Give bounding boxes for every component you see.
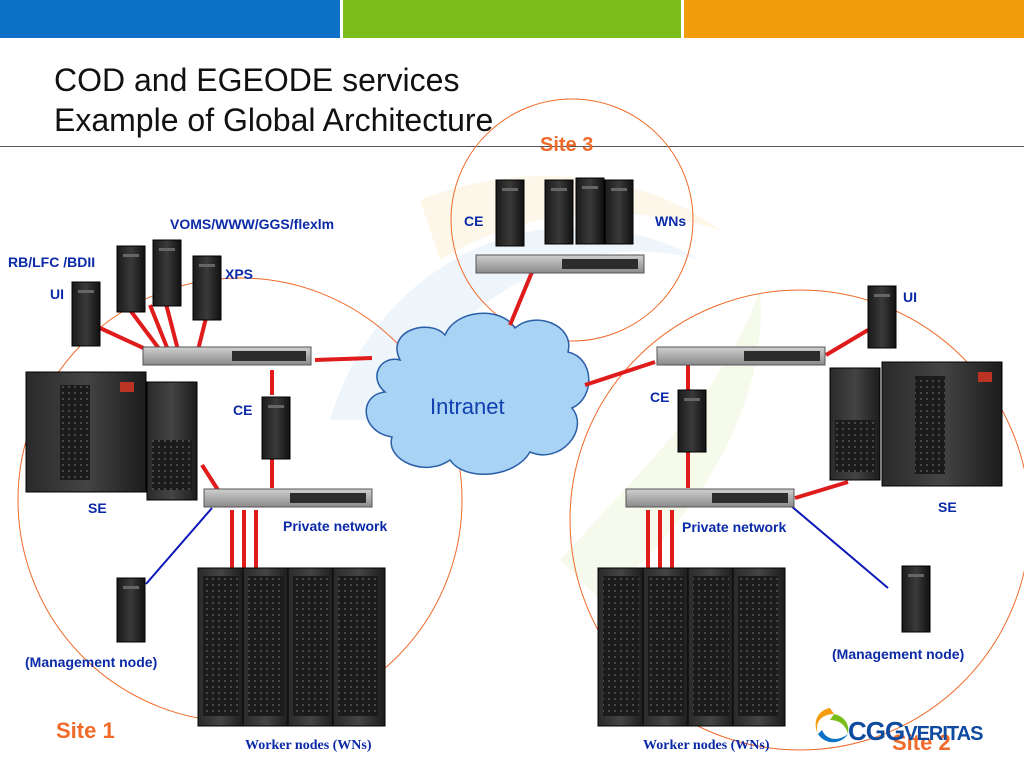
site3-label: Site 3 — [540, 134, 594, 156]
intranet-label: Intranet — [430, 394, 505, 419]
title-line-1: COD and EGEODE services — [54, 62, 460, 98]
site2-circle — [569, 289, 1024, 751]
ui-right-label: UI — [903, 289, 917, 305]
header-bar-orange — [684, 0, 1024, 38]
mgmt-left-label: (Management node) — [25, 654, 158, 670]
wn-left-label: Worker nodes (WNs) — [245, 738, 372, 753]
storage-se-right — [829, 361, 1003, 487]
logo-text: CGGVERITAS — [848, 716, 983, 747]
storage-se-left — [25, 371, 198, 501]
private-network-left-label: Private network — [283, 518, 388, 534]
logo-text-sub: VERITAS — [904, 723, 983, 745]
title-line-2: Example of Global Architecture — [54, 102, 494, 138]
title-rule — [0, 146, 1024, 147]
wn-right-label: Worker nodes (WNs) — [643, 738, 770, 753]
voms-label: VOMS/WWW/GGS/flexlm — [170, 216, 335, 232]
server-mgmt-left — [116, 577, 146, 643]
logo-swirl-icon — [815, 708, 849, 743]
intranet-cloud — [365, 312, 590, 476]
header-bar-green — [343, 0, 681, 38]
logo-text-main: CGG — [848, 716, 905, 746]
ce-top-label: CE — [464, 213, 484, 229]
network-links-red — [99, 271, 870, 568]
site2-label: Site 2 — [892, 730, 951, 755]
ui-left-label: UI — [50, 286, 64, 302]
company-logo: CGGVERITAS — [808, 702, 1008, 752]
network-links-blue — [145, 504, 889, 589]
switch-site2-bottom — [625, 488, 795, 508]
ce-right-label: CE — [650, 389, 670, 405]
se-right-label: SE — [938, 499, 957, 515]
worker-racks-right — [597, 567, 786, 727]
switch-site3 — [475, 254, 645, 274]
wns-top-label: WNs — [655, 213, 687, 229]
ce-left-label: CE — [233, 402, 253, 418]
se-left-label: SE — [88, 500, 107, 516]
site3-circle — [450, 98, 694, 342]
switch-site1-bottom — [203, 488, 373, 508]
header-bar-blue — [0, 0, 340, 38]
mgmt-right-label: (Management node) — [832, 646, 965, 662]
site1-label: Site 1 — [56, 718, 115, 743]
tower-server-details — [78, 186, 924, 589]
rb-label: RB/LFC /BDII — [8, 254, 96, 270]
worker-racks-left — [197, 567, 386, 727]
page-title: COD and EGEODE services Example of Globa… — [54, 60, 493, 140]
private-network-right-label: Private network — [682, 519, 787, 535]
switch-site1-top — [142, 346, 312, 366]
switch-site2-top — [656, 346, 826, 366]
xps-label: XPS — [225, 266, 254, 282]
